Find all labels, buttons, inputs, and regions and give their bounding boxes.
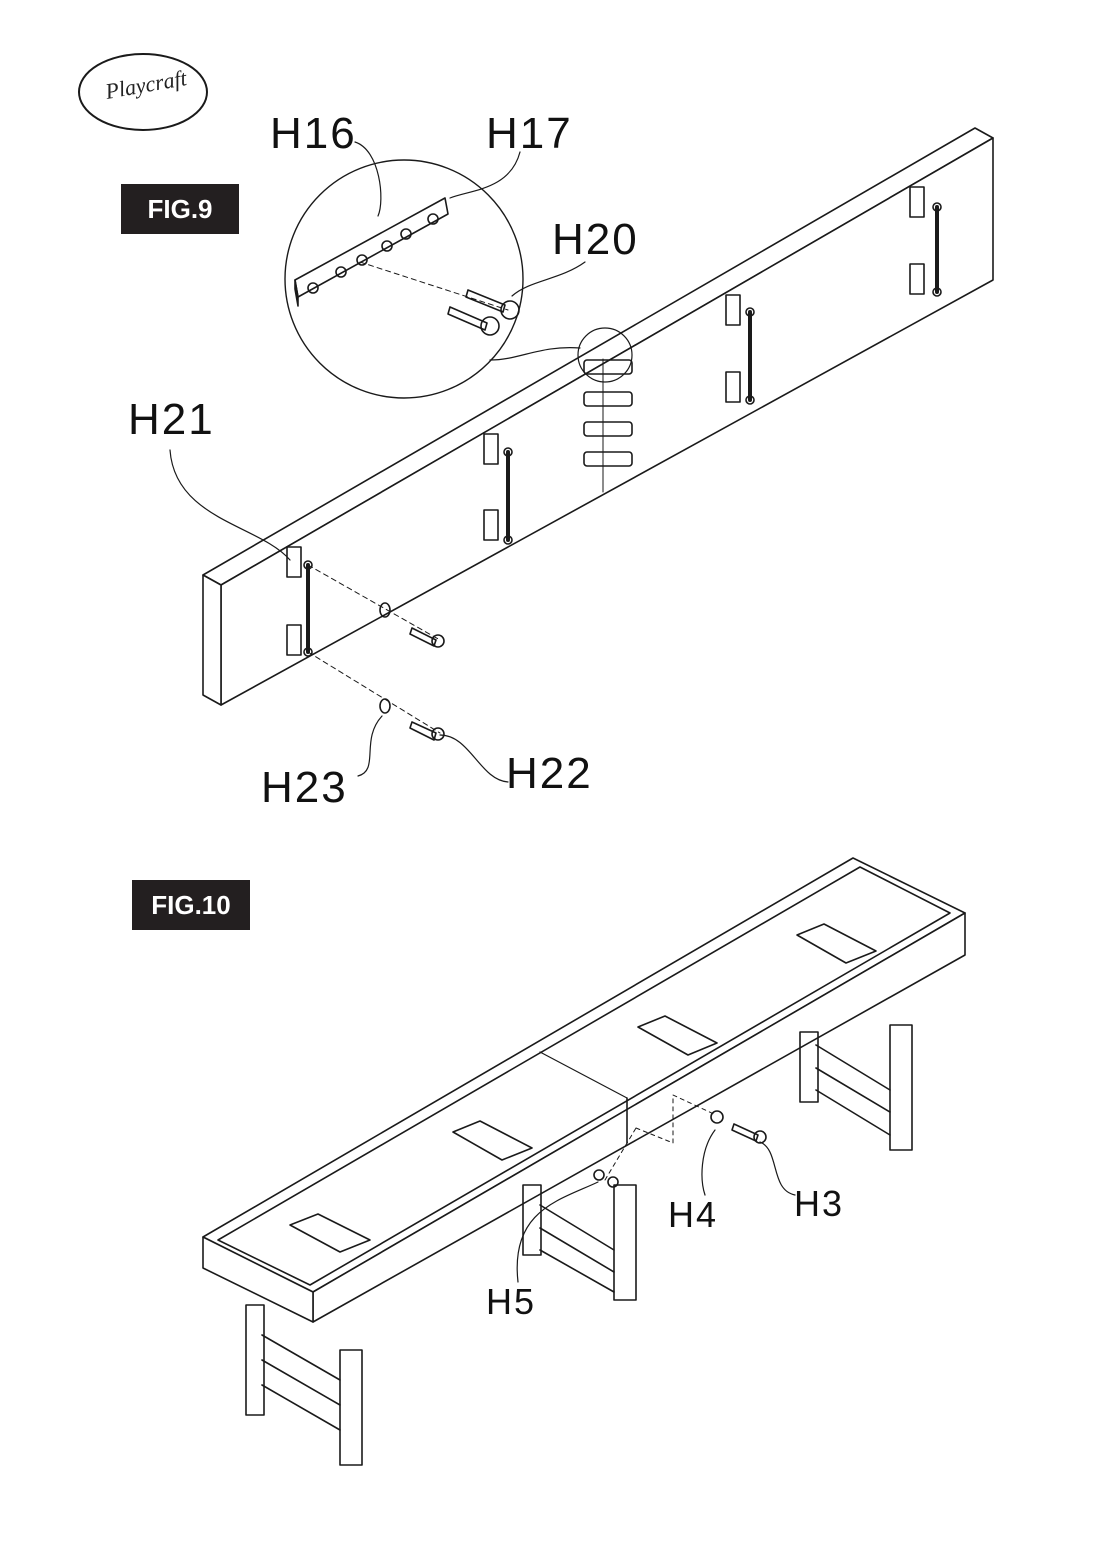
figure-label-10: FIG.10: [132, 880, 250, 930]
part-label-h17: H17: [486, 112, 573, 156]
washer-h23: [380, 699, 390, 713]
part-label-h20: H20: [552, 218, 639, 262]
table-frame-fig10: [203, 858, 965, 1322]
nut-h5-b: [608, 1177, 618, 1187]
part-label-h5: H5: [486, 1284, 536, 1320]
part-label-h21: H21: [128, 398, 215, 442]
leg-right: [800, 1025, 912, 1150]
part-label-h22: H22: [506, 752, 593, 796]
detail-connector-plate: [295, 198, 448, 306]
washer-h4: [711, 1111, 723, 1123]
leg-left: [246, 1305, 362, 1465]
part-label-h16: H16: [270, 112, 357, 156]
leg-middle: [523, 1185, 636, 1300]
nut-h5-a: [594, 1170, 604, 1180]
figure-label-9: FIG.9: [121, 184, 239, 234]
detail-bolts: [360, 262, 519, 335]
part-label-h23: H23: [261, 766, 348, 810]
part-label-h3: H3: [794, 1186, 844, 1222]
part-label-h4: H4: [668, 1197, 718, 1233]
